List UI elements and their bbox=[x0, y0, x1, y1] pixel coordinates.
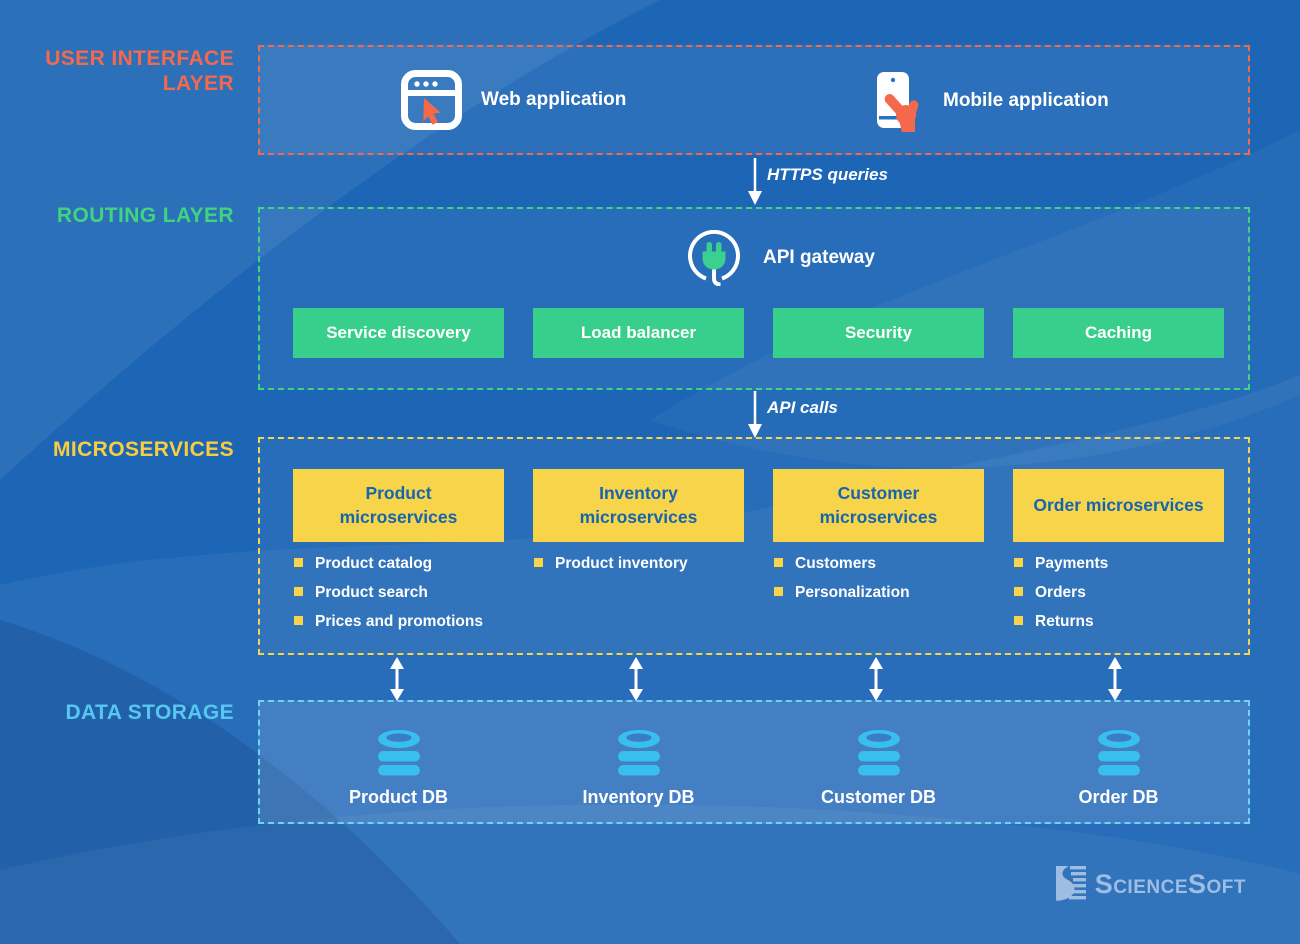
data-storage-panel: Product DB Inventory DB Customer DB bbox=[258, 700, 1250, 824]
product-microservices-box: Product microservices bbox=[293, 469, 504, 542]
customer-microservices-box: Customer microservices bbox=[773, 469, 984, 542]
routing-layer-panel: API gateway Service discovery Load balan… bbox=[258, 207, 1250, 390]
order-db-item: Order DB bbox=[1013, 729, 1224, 808]
exchange-arrow-icon bbox=[869, 657, 883, 701]
web-app-icon bbox=[401, 70, 462, 130]
exchange-arrow-icon bbox=[1108, 657, 1122, 701]
caching-box: Caching bbox=[1013, 308, 1224, 358]
security-box: Security bbox=[773, 308, 984, 358]
api-gateway-label: API gateway bbox=[763, 247, 875, 268]
list-item: Returns bbox=[1013, 613, 1248, 631]
service-discovery-box: Service discovery bbox=[293, 308, 504, 358]
sciencesoft-logo: ScienceSoft bbox=[1055, 866, 1246, 903]
routing-layer-label: ROUTING LAYER bbox=[56, 204, 234, 227]
data-storage-layer-label: DATA STORAGE bbox=[65, 701, 234, 724]
web-application-item: Web application bbox=[401, 70, 626, 130]
ui-layer-label: USER INTERFACE LAYER bbox=[45, 47, 234, 95]
product-db-item: Product DB bbox=[293, 729, 504, 808]
mobile-application-item: Mobile application bbox=[866, 70, 1109, 132]
mobile-app-icon bbox=[877, 72, 919, 132]
list-item: Prices and promotions bbox=[293, 613, 528, 631]
list-item: Product inventory bbox=[533, 555, 768, 573]
web-application-label: Web application bbox=[481, 89, 627, 110]
load-balancer-box: Load balancer bbox=[533, 308, 744, 358]
sciencesoft-logo-icon bbox=[1055, 866, 1086, 901]
api-calls-arrow-icon bbox=[748, 391, 762, 438]
list-item: Product catalog bbox=[293, 555, 528, 573]
api-calls-label: API calls bbox=[767, 398, 838, 417]
order-microservices-box: Order microservices bbox=[1013, 469, 1224, 542]
database-icon bbox=[857, 730, 900, 776]
inventory-microservices-box: Inventory microservices bbox=[533, 469, 744, 542]
microservices-layer-label: MICROSERVICES bbox=[52, 438, 234, 461]
list-item: Orders bbox=[1013, 584, 1248, 602]
inventory-db-label: Inventory DB bbox=[582, 787, 695, 807]
product-db-label: Product DB bbox=[349, 787, 448, 807]
ui-layer-panel: Web application Mobile application bbox=[258, 45, 1250, 155]
customer-db-label: Customer DB bbox=[820, 787, 936, 807]
mobile-application-label: Mobile application bbox=[943, 90, 1109, 111]
order-db-label: Order DB bbox=[1078, 787, 1159, 807]
database-icon bbox=[377, 730, 420, 776]
order-microservices-list: Payments Orders Returns bbox=[1013, 555, 1248, 641]
inventory-db-item: Inventory DB bbox=[533, 729, 744, 808]
api-gateway-item: API gateway bbox=[687, 230, 875, 286]
https-arrow-icon bbox=[748, 158, 762, 205]
exchange-arrow-icon bbox=[629, 657, 643, 701]
microservices-panel: Product microservices Inventory microser… bbox=[258, 437, 1250, 655]
customer-db-item: Customer DB bbox=[773, 729, 984, 808]
list-item: Customers bbox=[773, 555, 1008, 573]
product-microservices-list: Product catalog Product search Prices an… bbox=[293, 555, 528, 641]
inventory-microservices-list: Product inventory bbox=[533, 555, 768, 584]
list-item: Personalization bbox=[773, 584, 1008, 602]
list-item: Payments bbox=[1013, 555, 1248, 573]
database-icon bbox=[617, 730, 660, 776]
exchange-arrow-icon bbox=[390, 657, 404, 701]
https-queries-label: HTTPS queries bbox=[767, 165, 888, 184]
list-item: Product search bbox=[293, 584, 528, 602]
database-icon bbox=[1097, 730, 1140, 776]
customer-microservices-list: Customers Personalization bbox=[773, 555, 1008, 613]
api-gateway-icon bbox=[688, 230, 740, 286]
sciencesoft-logo-text: ScienceSoft bbox=[1094, 869, 1246, 899]
